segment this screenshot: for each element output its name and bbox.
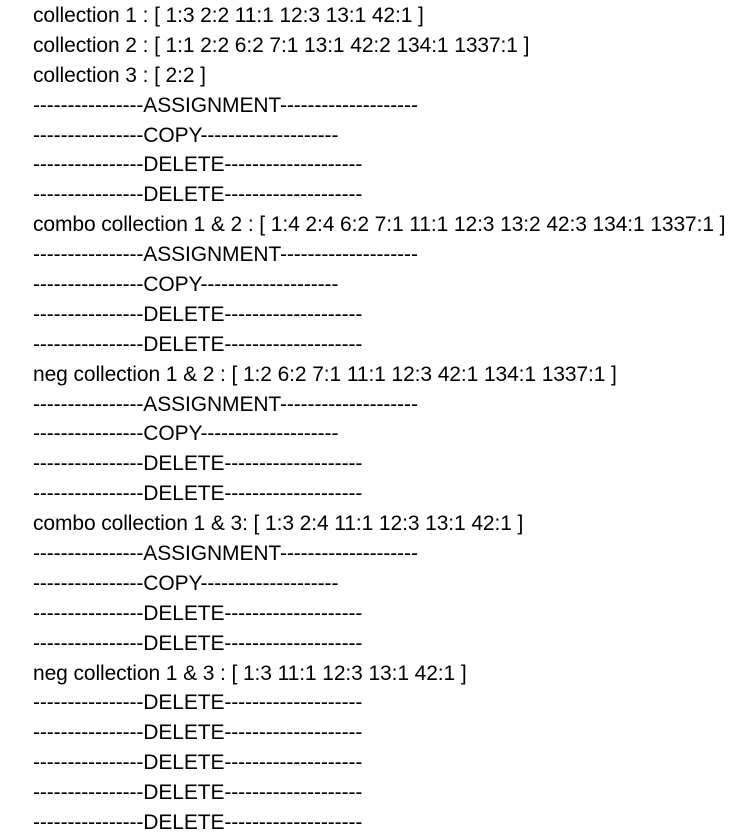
neg-collection-1-3-line: neg collection 1 & 3 : [ 1:3 11:1 12:3 1…: [33, 661, 467, 685]
collection-3-line: collection 3 : [ 2:2 ]: [33, 63, 206, 87]
neg-collection-1-2-line: neg collection 1 & 2 : [ 1:2 6:2 7:1 11:…: [33, 362, 617, 386]
divider-delete: ----------------DELETE------------------…: [33, 721, 363, 745]
divider-delete: ----------------DELETE------------------…: [33, 751, 363, 775]
divider-delete: ----------------DELETE------------------…: [33, 601, 363, 625]
divider-copy: ----------------COPY--------------------: [33, 273, 339, 297]
divider-delete: ----------------DELETE------------------…: [33, 332, 363, 356]
collection-1-line: collection 1 : [ 1:3 2:2 11:1 12:3 13:1 …: [33, 4, 424, 27]
divider-delete: ----------------DELETE------------------…: [33, 452, 363, 476]
divider-assignment: ----------------ASSIGNMENT--------------…: [33, 243, 418, 267]
combo-collection-1-3-line: combo collection 1 & 3: [ 1:3 2:4 11:1 1…: [33, 512, 524, 536]
divider-assignment: ----------------ASSIGNMENT--------------…: [33, 542, 418, 566]
divider-delete: ----------------DELETE------------------…: [33, 781, 363, 805]
divider-delete: ----------------DELETE------------------…: [33, 631, 363, 655]
divider-delete: ----------------DELETE------------------…: [33, 691, 363, 715]
divider-copy: ----------------COPY--------------------: [33, 123, 339, 147]
divider-delete: ----------------DELETE------------------…: [33, 482, 363, 506]
divider-delete: ----------------DELETE------------------…: [33, 302, 363, 326]
divider-delete: ----------------DELETE------------------…: [33, 811, 363, 835]
divider-copy: ----------------COPY--------------------: [33, 571, 339, 595]
collection-2-line: collection 2 : [ 1:1 2:2 6:2 7:1 13:1 42…: [33, 33, 530, 57]
divider-assignment: ----------------ASSIGNMENT--------------…: [33, 392, 418, 416]
divider-copy: ----------------COPY--------------------: [33, 422, 339, 446]
divider-delete: ----------------DELETE------------------…: [33, 153, 363, 177]
combo-collection-1-2-line: combo collection 1 & 2 : [ 1:4 2:4 6:2 7…: [33, 213, 726, 237]
divider-assignment: ----------------ASSIGNMENT--------------…: [33, 93, 418, 117]
divider-delete: ----------------DELETE------------------…: [33, 183, 363, 207]
